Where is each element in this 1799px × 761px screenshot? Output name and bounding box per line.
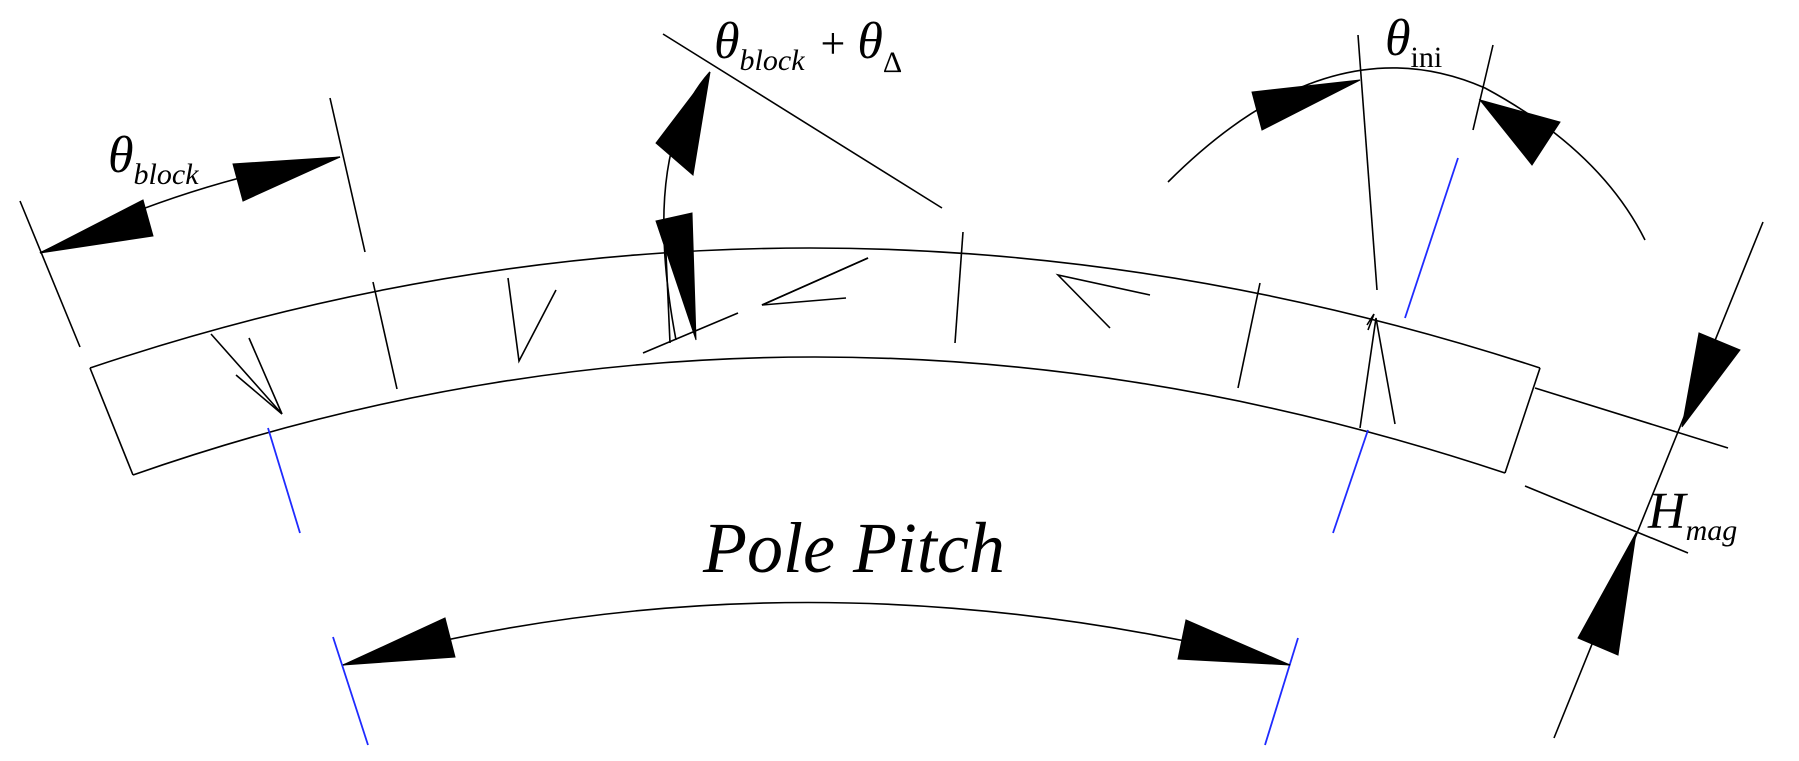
magnetization-arrow — [761, 257, 869, 306]
arrowhead — [1681, 332, 1741, 428]
theta-block-dimension — [19, 97, 366, 348]
extension-line — [662, 33, 943, 209]
magnetization-arrow — [1359, 317, 1396, 429]
h-mag-label: Hmag — [1647, 483, 1737, 547]
dimension-arc — [1167, 67, 1646, 241]
magnetization-arrow — [1366, 313, 1375, 331]
pole-boundary-line — [1332, 429, 1369, 534]
arrowhead — [342, 617, 456, 666]
magnetization-arrow — [1055, 273, 1151, 329]
ring-left-end — [89, 367, 134, 476]
extension-line — [642, 312, 739, 354]
ring-inner-arc — [132, 356, 1506, 476]
arrowhead — [1177, 619, 1291, 666]
magnetization-arrow — [507, 277, 557, 364]
theta-delta-dimension — [642, 33, 943, 354]
pole-boundary-line — [332, 636, 369, 746]
pole-pitch-dimension — [342, 601, 1291, 666]
extension-line — [19, 200, 81, 348]
magnetization-arrows — [210, 257, 1396, 429]
ring-right-end — [1504, 367, 1541, 474]
arrowhead — [39, 199, 154, 254]
theta-block-plus-delta-label: θblock+θΔ — [714, 13, 902, 79]
arrowhead — [1478, 99, 1561, 166]
dimension-line — [1553, 221, 1764, 739]
pole-pitch-label: Pole Pitch — [702, 508, 1005, 588]
arrowhead — [655, 212, 697, 341]
pole-boundary-line — [1264, 637, 1299, 746]
extension-line — [329, 97, 366, 253]
magnet-ring — [89, 230, 1541, 476]
theta-ini-dimension — [1167, 34, 1646, 291]
arrowhead — [232, 156, 341, 202]
dimension-arc — [342, 601, 1291, 666]
arrowhead — [1251, 79, 1361, 131]
block-divider — [372, 281, 398, 390]
extension-line — [1524, 485, 1689, 554]
arrowhead — [1577, 532, 1637, 656]
extension-line — [1534, 387, 1729, 449]
pole-boundary-line — [267, 427, 301, 534]
pole-boundary-line — [1404, 157, 1459, 319]
magnetization-arrow — [210, 333, 283, 415]
block-divider — [1237, 282, 1261, 389]
ring-outer-arc — [89, 247, 1541, 369]
extension-line — [1357, 34, 1378, 291]
magnetization-arrow — [235, 374, 283, 415]
pole-boundaries — [267, 157, 1459, 746]
arrowhead — [655, 71, 711, 176]
theta-ini-label: θini — [1385, 10, 1442, 74]
theta-block-label: θblock — [108, 127, 199, 191]
block-divider — [954, 231, 964, 344]
h-mag-dimension — [1524, 221, 1764, 739]
